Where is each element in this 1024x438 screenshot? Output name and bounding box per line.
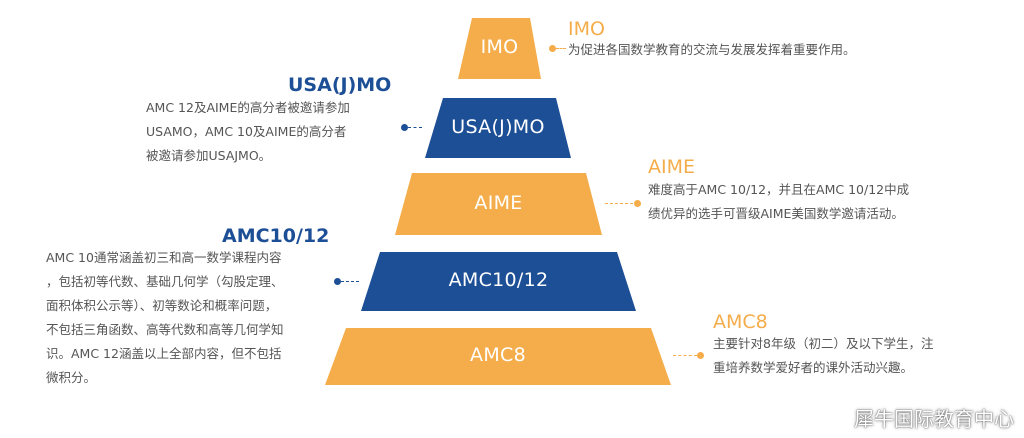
usajmo-leader-dot <box>401 124 408 131</box>
tier-usajmo-label: USA(J)MO <box>451 116 545 138</box>
imo-callout-body: 为促进各国数学教育的交流与发展发挥着重要作用。 <box>568 38 856 62</box>
aime-leader-dot <box>634 200 641 207</box>
wechat-icon <box>824 406 848 430</box>
imo-leader-dot <box>549 45 556 52</box>
amc1012-callout-line: AMC 10通常涵盖初三和高一数学课程内容 <box>46 250 282 265</box>
tier-usajmo-shape <box>425 98 571 158</box>
aime-callout-line: 绩优异的选手可晋级AIME美国数学邀请活动。 <box>648 206 904 221</box>
tier-aime-shape <box>395 173 602 235</box>
amc1012-leader-line <box>341 281 359 282</box>
watermark-text: 犀牛国际教育中心 <box>854 407 1014 431</box>
imo-callout-line: 为促进各国数学教育的交流与发展发挥着重要作用。 <box>568 42 856 57</box>
aime-callout-body: 难度高于AMC 10/12，并且在AMC 10/12中成 绩优异的选手可晋级AI… <box>648 178 909 226</box>
usajmo-callout-title: USA(J)MO <box>288 74 392 96</box>
amc8-callout-line: 重培养数学爱好者的课外活动兴趣。 <box>713 360 914 375</box>
usajmo-callout-body: AMC 12及AIME的高分者被邀请参加 USAMO，AMC 10及AIME的高… <box>146 96 350 168</box>
amc8-callout-line: 主要针对8年级（初二）及以下学生，注 <box>713 336 934 351</box>
amc1012-callout-line: 识。AMC 12涵盖以上全部内容，但不包括 <box>46 346 282 361</box>
usajmo-callout-line: AMC 12及AIME的高分者被邀请参加 <box>146 100 350 115</box>
amc1012-callout-line: 不包括三角函数、高等代数和高等几何学知 <box>46 322 284 337</box>
tier-amc1012-shape <box>361 252 636 311</box>
usajmo-callout-line: USAMO，AMC 10及AIME的高分者 <box>146 124 347 139</box>
watermark: 犀牛国际教育中心 <box>824 403 1014 432</box>
amc8-callout-title: AMC8 <box>713 311 768 333</box>
amc1012-callout-line: 面积体积公示等）、初等数论和概率问题， <box>46 298 278 313</box>
tier-amc1012-label: AMC10/12 <box>448 269 549 291</box>
amc1012-leader-dot <box>334 278 341 285</box>
amc1012-callout-body: AMC 10通常涵盖初三和高一数学课程内容 ，包括初等代数、基础几何学（勾股定理… <box>46 246 284 390</box>
imo-callout-title: IMO <box>568 18 605 40</box>
aime-leader-line <box>605 203 633 204</box>
amc8-callout-body: 主要针对8年级（初二）及以下学生，注 重培养数学爱好者的课外活动兴趣。 <box>713 332 933 380</box>
tier-amc8-label: AMC8 <box>470 344 526 366</box>
usajmo-callout-line: 被邀请参加USAJMO。 <box>146 148 272 163</box>
amc1012-callout-line: 微积分。 <box>46 370 97 385</box>
usajmo-leader-line <box>408 127 422 128</box>
imo-leader-line <box>556 48 566 49</box>
aime-callout-line: 难度高于AMC 10/12，并且在AMC 10/12中成 <box>648 182 910 197</box>
aime-callout-title: AIME <box>648 156 695 178</box>
tier-amc8-shape <box>325 328 671 385</box>
amc8-leader-line <box>673 355 697 356</box>
amc8-leader-dot <box>697 352 704 359</box>
amc1012-callout-title: AMC10/12 <box>222 225 330 247</box>
tier-imo-label: IMO <box>480 36 519 58</box>
tier-aime-label: AIME <box>474 192 523 214</box>
amc1012-callout-line: ，包括初等代数、基础几何学（勾股定理、 <box>46 274 284 289</box>
tier-imo-shape <box>458 18 541 79</box>
